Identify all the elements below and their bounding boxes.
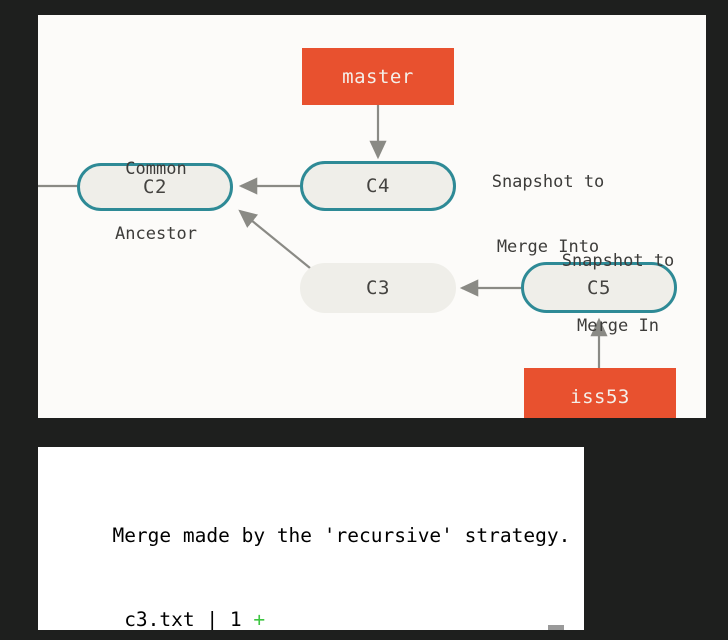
terminal-scrollbar-thumb[interactable]: [548, 625, 564, 630]
diff-plus-icon: +: [253, 608, 266, 630]
commit-node-c4-label: C4: [366, 175, 390, 197]
annotation-snapshot-merge-into-line1: Snapshot to: [491, 171, 605, 192]
terminal-line-text: c3.txt | 1: [112, 608, 254, 630]
terminal-line-text: Merge made by the 'recursive' strategy.: [112, 524, 571, 547]
annotation-snapshot-merge-into: Snapshot to Merge Into: [458, 128, 638, 302]
branch-label-iss53-text: iss53: [570, 385, 630, 408]
branch-label-iss53[interactable]: iss53: [524, 368, 676, 418]
commit-node-c3-label: C3: [366, 277, 390, 299]
commit-node-c4[interactable]: C4: [300, 161, 456, 211]
annotation-common-ancestor-line2: Ancestor: [115, 223, 197, 244]
annotation-snapshot-merge-into-line2: Merge Into: [496, 236, 600, 257]
terminal-line: c3.txt | 1 +: [38, 578, 584, 630]
commit-graph-diagram: master iss53 C2 C4 C3 C5 Common Ancestor…: [38, 15, 706, 418]
annotation-snapshot-merge-in-line2: Merge In: [577, 315, 659, 336]
commit-node-c2-label: C2: [143, 176, 167, 198]
annotation-snapshot-merge-in: Snapshot to Merge In: [528, 207, 706, 381]
commit-node-c5-label: C5: [587, 276, 611, 299]
terminal-output-panel[interactable]: Merge made by the 'recursive' strategy. …: [38, 447, 584, 630]
branch-label-master[interactable]: master: [302, 48, 454, 105]
terminal-lines: Merge made by the 'recursive' strategy. …: [38, 447, 584, 630]
commit-node-c5[interactable]: C5: [521, 262, 677, 313]
annotation-snapshot-merge-in-line1: Snapshot to: [561, 250, 675, 271]
commit-node-c2[interactable]: C2: [77, 163, 233, 211]
annotation-common-ancestor: Common Ancestor: [104, 115, 208, 289]
annotation-common-ancestor-line1: Common: [125, 158, 187, 179]
commit-node-c3[interactable]: C3: [300, 263, 456, 313]
edge-c3-to-c2: [238, 209, 311, 269]
diagram-arrows: [38, 105, 608, 370]
branch-label-master-text: master: [342, 65, 414, 88]
terminal-line: Merge made by the 'recursive' strategy.: [38, 494, 584, 547]
